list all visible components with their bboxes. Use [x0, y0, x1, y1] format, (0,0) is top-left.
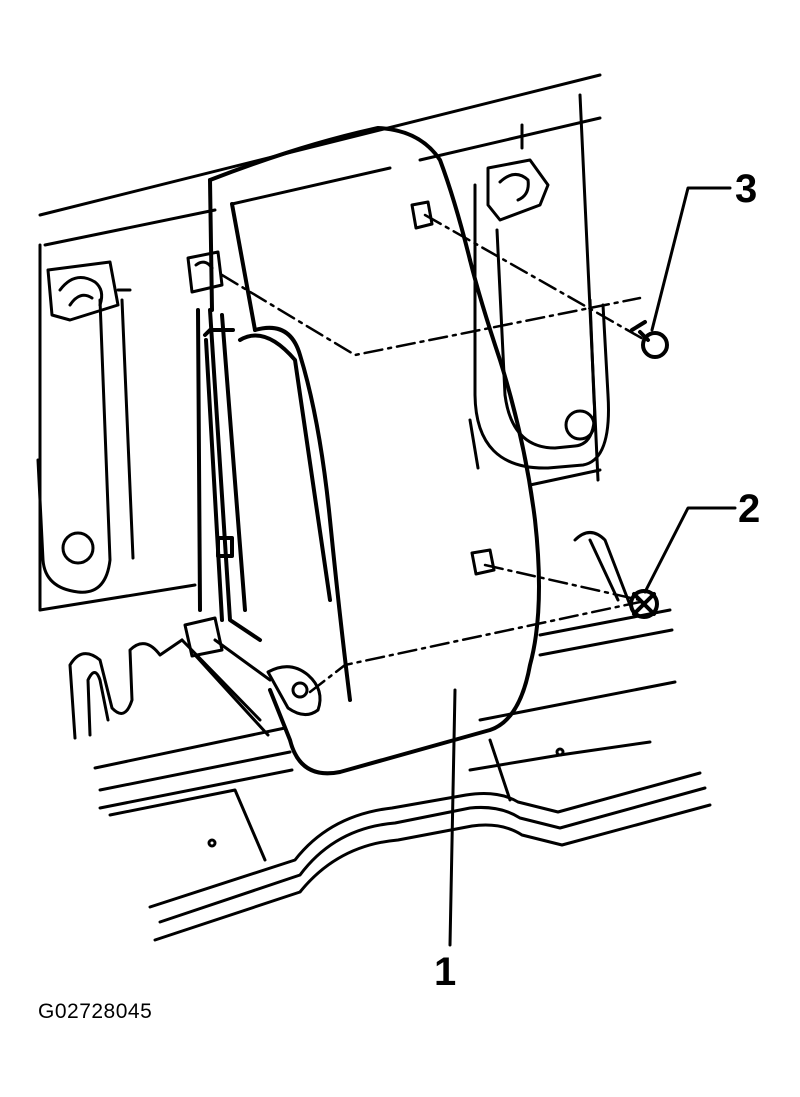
rear-slot-bracket: [468, 183, 610, 470]
callout-3: 3: [735, 167, 757, 211]
upper-left-clip: [46, 260, 132, 322]
slot-hole-left: [61, 531, 95, 565]
upper-right-clip: [486, 158, 550, 222]
figure-id: G02728045: [38, 1000, 153, 1023]
leader-line-3: [650, 186, 732, 332]
leader-lines: [448, 186, 737, 947]
left-slot-bracket: [36, 298, 135, 594]
upper-mount-hole: [410, 200, 434, 230]
wiring-harness: [68, 531, 632, 740]
rivet-right: [555, 747, 565, 757]
slot-hole-right: [564, 409, 596, 441]
bolt-fastener: [630, 320, 669, 359]
floor-rails: [93, 608, 712, 942]
body-panel: [38, 73, 602, 612]
airbag-module: [196, 126, 541, 776]
callout-2: 2: [738, 487, 760, 531]
leader-line-2: [643, 506, 737, 594]
leader-line-1: [448, 688, 457, 947]
module-side-tab: [216, 536, 234, 558]
lower-mount-bracket: [183, 616, 322, 716]
installation-lines: [220, 213, 647, 694]
upper-mount-tab: [186, 250, 224, 294]
callout-1: 1: [434, 950, 456, 994]
rivet-left: [207, 838, 217, 848]
lower-mount-hole: [470, 548, 496, 576]
